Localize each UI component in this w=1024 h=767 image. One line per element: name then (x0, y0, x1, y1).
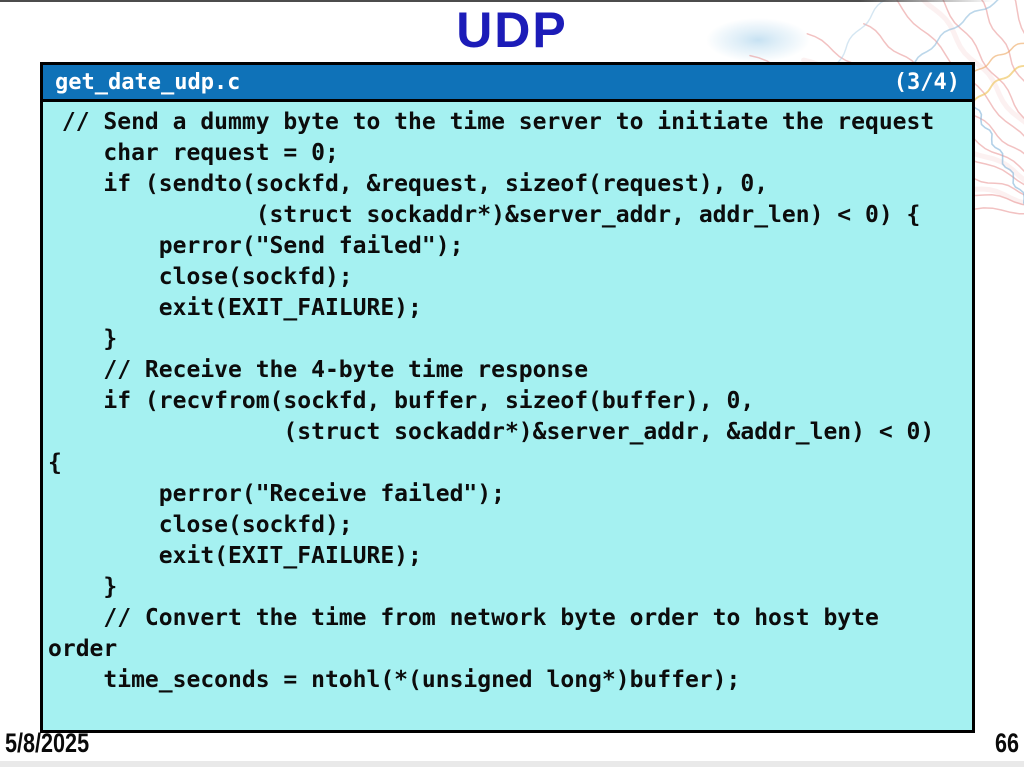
slide-title: UDP (456, 2, 568, 58)
code-window: get_date_udp.c (3/4) // Send a dummy byt… (40, 62, 975, 733)
footer-page-number: 66 (994, 728, 1019, 758)
footer-date: 5/8/2025 (5, 728, 90, 758)
slide-top-frame-line (0, 0, 1024, 2)
code-text: // Send a dummy byte to the time server … (48, 109, 935, 693)
code-window-titlebar: get_date_udp.c (3/4) (43, 65, 972, 102)
slide-bottom-strip (0, 761, 1024, 767)
blue-cloud-shape (706, 18, 810, 62)
code-part-indicator: (3/4) (893, 69, 960, 95)
code-body: // Send a dummy byte to the time server … (43, 102, 972, 730)
code-filename: get_date_udp.c (55, 69, 241, 95)
